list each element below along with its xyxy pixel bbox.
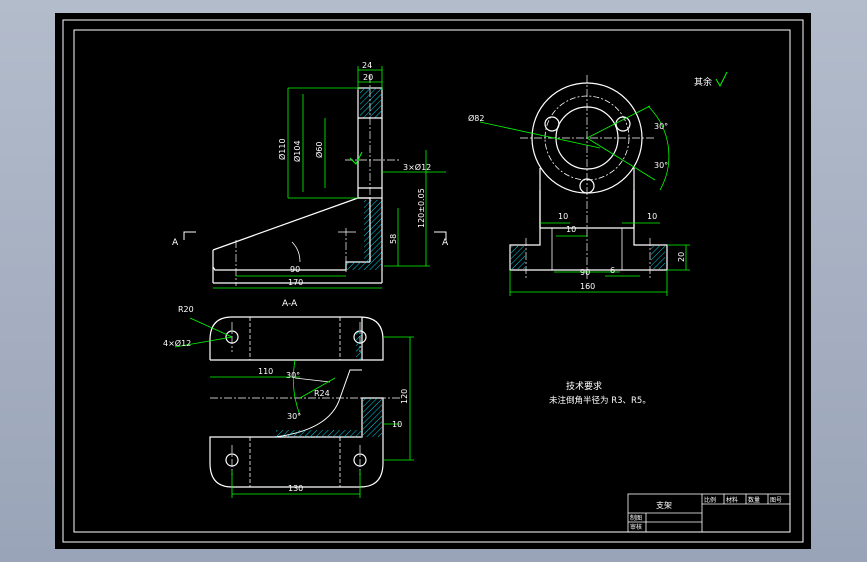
plan-hatch-top [356, 330, 362, 360]
plan-dim-30a: 30° [286, 371, 300, 380]
side-dim-30b: 30° [654, 161, 668, 170]
outer-frame [62, 19, 804, 543]
side-view [509, 82, 668, 271]
side-hatch-right [651, 246, 665, 269]
side-dim-20: 20 [677, 252, 686, 262]
side-dim-10b: 10 [647, 212, 657, 221]
bolt-hole-1 [544, 116, 560, 132]
plan-dimensions [174, 317, 414, 498]
plan-dim-r24: R24 [314, 389, 330, 398]
front-dim-24: 24 [362, 61, 372, 70]
title-cell-4: 图号 [770, 497, 782, 504]
tech-req-title: 技术要求 [566, 380, 602, 392]
bolt-hole-2 [615, 116, 631, 132]
side-dim-10c: 10 [566, 225, 576, 234]
title-cell-1: 比例 [704, 496, 716, 504]
front-dim-120: 120±0.05 [417, 188, 426, 228]
title-cell-2: 材料 [726, 496, 738, 504]
surface-finish-icon [349, 71, 728, 165]
inner-frame [73, 29, 791, 533]
section-marker-left: A [172, 238, 179, 248]
front-dim-104: Ø104 [292, 140, 302, 162]
front-dimensions [213, 66, 446, 289]
title-checker: 审核 [630, 523, 642, 531]
side-dim-90: 90 [580, 268, 590, 277]
drawing-sheet [55, 13, 811, 549]
front-centerlines [235, 75, 400, 286]
front-dim-holes: 3×Ø12 [403, 162, 431, 172]
side-dim-6: 6 [610, 266, 615, 275]
plan-dim-30b: 30° [287, 412, 301, 421]
plan-hatch-bottom [276, 430, 362, 437]
front-dim-20: 20 [363, 73, 373, 82]
side-dimensions [479, 105, 690, 296]
side-hatch-left [511, 246, 525, 269]
front-view [212, 87, 383, 284]
section-marker-right: A [442, 238, 449, 248]
section-label: A-A [282, 299, 298, 309]
plan-view [209, 316, 384, 488]
plan-dim-10: 10 [392, 420, 402, 429]
plan-hatch-side [363, 398, 382, 437]
front-dim-90: 90 [290, 265, 300, 274]
plan-dim-120: 120 [400, 389, 409, 404]
front-dim-110: Ø110 [277, 138, 287, 160]
finish-note: 其余 [694, 76, 712, 88]
title-cell-3: 数量 [748, 496, 760, 504]
front-section-markers [183, 231, 447, 240]
side-dim-30a: 30° [654, 122, 668, 131]
flange-hatch [360, 88, 382, 118]
title-designer: 制图 [630, 514, 642, 522]
side-dim-10a: 10 [558, 212, 568, 221]
web-hatch [364, 200, 382, 262]
front-dim-170: 170 [288, 278, 303, 287]
tech-req-text: 未注倒角半径为 R3、R5。 [549, 395, 651, 406]
title-part-name: 支架 [656, 500, 672, 510]
plan-dim-r20: R20 [178, 305, 194, 314]
title-block [627, 493, 791, 533]
plan-dim-130: 130 [288, 484, 303, 493]
front-dim-58: 58 [389, 234, 398, 244]
plan-dim-110: 110 [258, 367, 273, 376]
side-dim-82: Ø82 [468, 113, 484, 123]
plan-dim-holes: 4×Ø12 [163, 338, 191, 348]
side-dim-160: 160 [580, 282, 595, 291]
front-dim-60: Ø60 [314, 142, 324, 158]
